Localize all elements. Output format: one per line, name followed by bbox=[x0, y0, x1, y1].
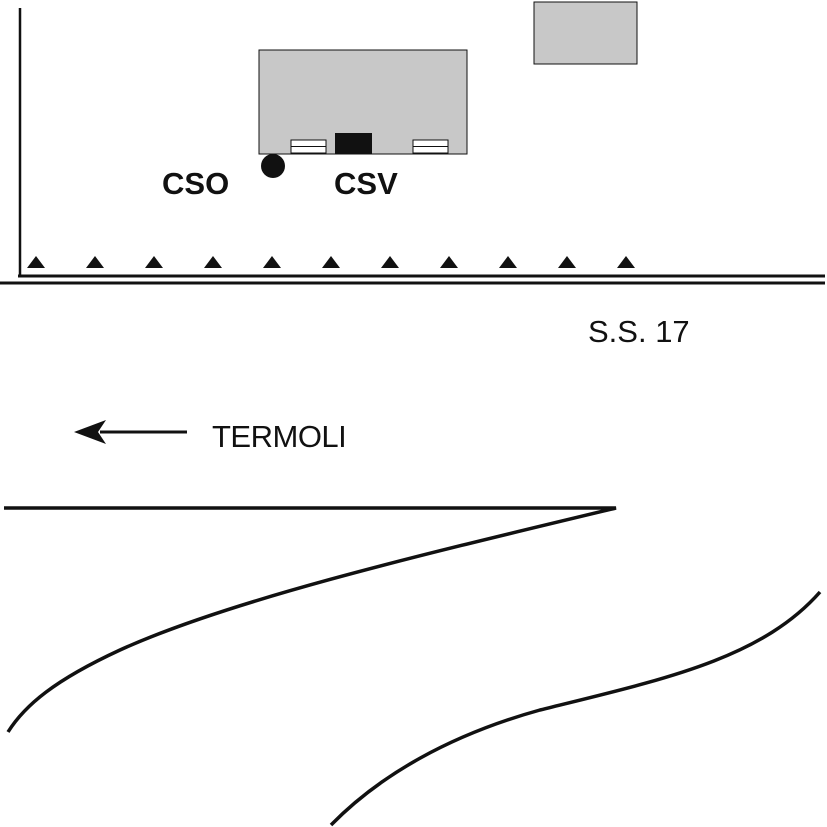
cso-marker-icon bbox=[261, 154, 285, 178]
csv-label: CSV bbox=[334, 166, 398, 201]
cso-label: CSO bbox=[162, 166, 230, 201]
triangle-icon bbox=[204, 256, 222, 268]
building-window-right bbox=[412, 139, 449, 154]
triangle-icon bbox=[499, 256, 517, 268]
triangle-icon bbox=[263, 256, 281, 268]
fence-triangles bbox=[27, 256, 635, 268]
csv-marker-icon bbox=[335, 133, 372, 154]
triangle-icon bbox=[558, 256, 576, 268]
triangle-icon bbox=[27, 256, 45, 268]
small-building bbox=[533, 1, 638, 65]
triangle-icon bbox=[145, 256, 163, 268]
triangle-icon bbox=[617, 256, 635, 268]
river-bank-south bbox=[329, 590, 822, 827]
triangle-icon bbox=[440, 256, 458, 268]
road-label: S.S. 17 bbox=[588, 314, 690, 349]
building-window-left bbox=[290, 139, 327, 154]
direction-label: TERMOLI bbox=[212, 419, 347, 454]
triangle-icon bbox=[86, 256, 104, 268]
triangle-icon bbox=[322, 256, 340, 268]
river-bank-north bbox=[4, 506, 617, 733]
triangle-icon bbox=[381, 256, 399, 268]
arrow-left-icon bbox=[74, 420, 187, 444]
